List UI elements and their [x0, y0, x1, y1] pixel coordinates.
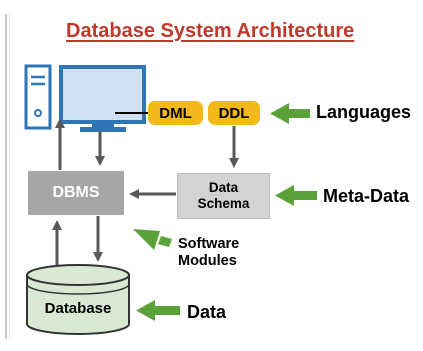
green-arrow-data: [136, 300, 180, 321]
software-label-line1: Software: [178, 236, 240, 252]
green-arrow-languages: [270, 103, 310, 124]
green-arrow-meta-data: [275, 185, 317, 206]
monitor-icon: [59, 65, 146, 132]
software-modules-label: Software Modules: [178, 236, 239, 270]
ddl-pill: DDL: [208, 101, 260, 125]
meta-data-label: Meta-Data: [323, 186, 410, 206]
dml-pill: DML: [148, 101, 203, 125]
schema-label-line2: Schema: [197, 196, 250, 211]
computer-tower-icon: [24, 64, 52, 130]
left-border-inner: [9, 14, 10, 339]
diagram-title: Database System Architecture: [66, 20, 355, 42]
dbms-box: DBMS: [28, 171, 124, 215]
database-cylinder: [26, 264, 130, 335]
data-label: Data: [187, 302, 227, 322]
green-arrow-software-modules: [133, 229, 172, 250]
languages-label: Languages: [316, 102, 412, 122]
database-label: Database: [44, 300, 112, 317]
data-schema-box: Data Schema: [177, 173, 270, 219]
schema-label-line1: Data: [208, 180, 239, 195]
software-label-line2: Modules: [178, 253, 237, 269]
left-border: [5, 14, 7, 339]
